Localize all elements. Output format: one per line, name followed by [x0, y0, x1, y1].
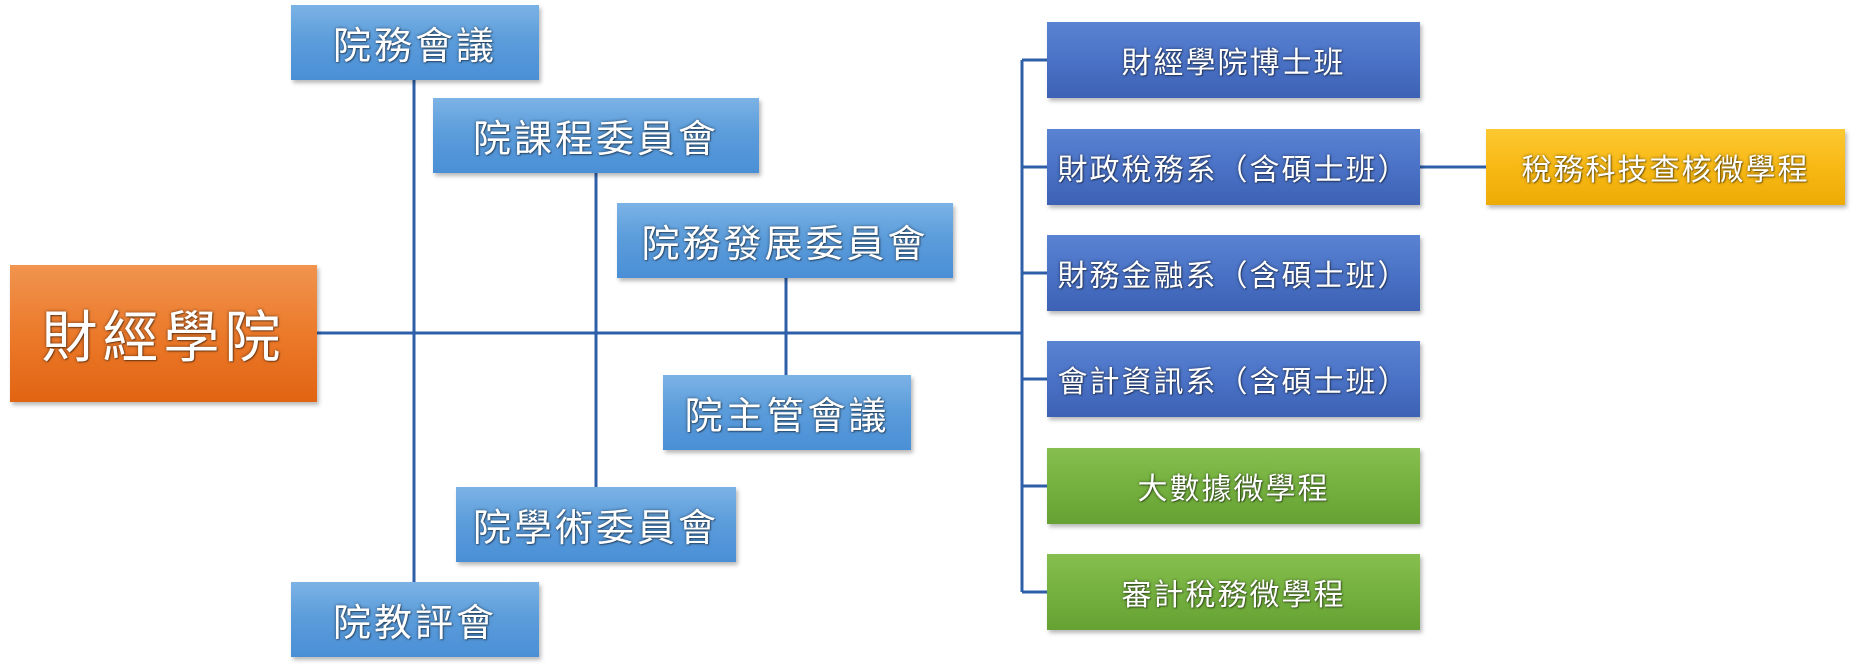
- committee-heads-meeting: 院主管會議: [663, 375, 911, 450]
- committee-academic: 院學術委員會: [456, 487, 736, 562]
- root-node-label: 財經學院: [41, 306, 286, 371]
- unit-label: 大數據微學程: [1137, 472, 1330, 507]
- committee-development: 院務發展委員會: [617, 203, 953, 278]
- committee-label: 院務發展委員會: [641, 222, 929, 266]
- unit-phd-program: 財經學院博士班: [1047, 22, 1420, 98]
- committee-label: 院課程委員會: [472, 117, 719, 161]
- sub-unit-label: 稅務科技查核微學程: [1521, 153, 1810, 188]
- committee-label: 院主管會議: [684, 394, 890, 438]
- committee-affairs-meeting: 院務會議: [291, 5, 539, 80]
- unit-label: 財政稅務系（含碩士班）: [1057, 153, 1410, 188]
- unit-public-finance-dept: 財政稅務系（含碩士班）: [1047, 129, 1420, 205]
- unit-accounting-dept: 會計資訊系（含碩士班）: [1047, 341, 1420, 417]
- committee-label: 院務會議: [332, 24, 497, 68]
- root-node: 財經學院: [10, 265, 317, 402]
- unit-finance-dept: 財務金融系（含碩士班）: [1047, 235, 1420, 311]
- unit-audit-tax-micro-program: 審計稅務微學程: [1047, 554, 1420, 630]
- unit-label: 財務金融系（含碩士班）: [1057, 259, 1410, 294]
- committee-label: 院教評會: [332, 601, 497, 645]
- unit-label: 審計稅務微學程: [1121, 578, 1346, 613]
- sub-unit-tax-tech-audit: 稅務科技查核微學程: [1486, 129, 1845, 205]
- committee-curriculum: 院課程委員會: [433, 98, 759, 173]
- unit-label: 財經學院博士班: [1121, 46, 1346, 81]
- committee-faculty-evaluation: 院教評會: [291, 582, 539, 657]
- unit-big-data-micro-program: 大數據微學程: [1047, 448, 1420, 524]
- unit-label: 會計資訊系（含碩士班）: [1057, 365, 1410, 400]
- committee-label: 院學術委員會: [472, 506, 719, 550]
